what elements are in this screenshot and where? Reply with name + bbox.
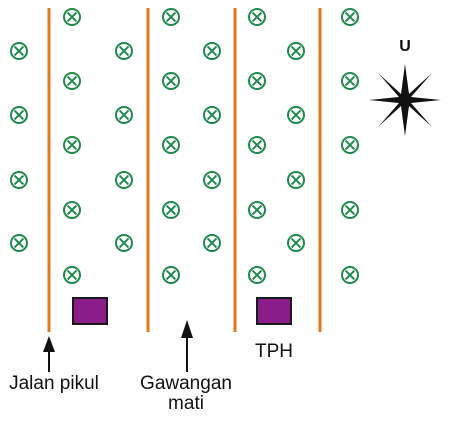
- circle-cross-icon: [203, 234, 221, 252]
- circle-cross-icon: [203, 171, 221, 189]
- circle-cross-icon: [63, 201, 81, 219]
- circle-cross-icon: [63, 8, 81, 26]
- circle-cross-icon: [248, 8, 266, 26]
- circle-cross-icon: [162, 72, 180, 90]
- circle-cross-icon: [287, 106, 305, 124]
- tph-box-1: [72, 297, 108, 325]
- circle-cross-icon: [341, 266, 359, 284]
- circle-cross-icon: [115, 106, 133, 124]
- circle-cross-icon: [341, 72, 359, 90]
- gawangan-mati-label-line1: Gawangan: [140, 373, 232, 394]
- tph-label: TPH: [255, 341, 293, 362]
- circle-cross-icon: [341, 136, 359, 154]
- circle-cross-icon: [341, 201, 359, 219]
- circle-cross-icon: [248, 136, 266, 154]
- circle-cross-icon: [162, 266, 180, 284]
- arrow-up-icon: [181, 320, 193, 372]
- circle-cross-icon: [287, 171, 305, 189]
- circle-cross-icon: [248, 201, 266, 219]
- circle-cross-icon: [162, 136, 180, 154]
- arrow-up-icon: [43, 336, 55, 372]
- circle-cross-icon: [10, 171, 28, 189]
- circle-cross-icon: [248, 266, 266, 284]
- circle-cross-icon: [203, 42, 221, 60]
- jalan-pikul-label: Jalan pikul: [9, 373, 99, 394]
- path-lines: [47, 8, 322, 332]
- circle-cross-icon: [287, 42, 305, 60]
- circle-cross-icon: [115, 42, 133, 60]
- circle-cross-icon: [162, 201, 180, 219]
- circle-cross-icon: [63, 136, 81, 154]
- compass-north-label: U: [399, 38, 411, 55]
- circle-cross-icon: [115, 234, 133, 252]
- circle-cross-icon: [341, 8, 359, 26]
- gawangan-mati-label: Gawangan mati: [130, 374, 242, 414]
- circle-cross-icon: [10, 106, 28, 124]
- tph-box-2: [256, 297, 292, 325]
- circle-cross-icon: [248, 72, 266, 90]
- circle-cross-icon: [115, 171, 133, 189]
- circle-cross-icon: [10, 42, 28, 60]
- circle-cross-icon: [10, 234, 28, 252]
- circle-cross-icon: [162, 8, 180, 26]
- circle-cross-icon: [203, 106, 221, 124]
- palm-tree-grid: [10, 8, 359, 284]
- gawangan-mati-label-line2: mati: [168, 393, 204, 414]
- circle-cross-icon: [63, 72, 81, 90]
- circle-cross-icon: [287, 234, 305, 252]
- circle-cross-icon: [63, 266, 81, 284]
- compass-star-icon: [369, 64, 441, 136]
